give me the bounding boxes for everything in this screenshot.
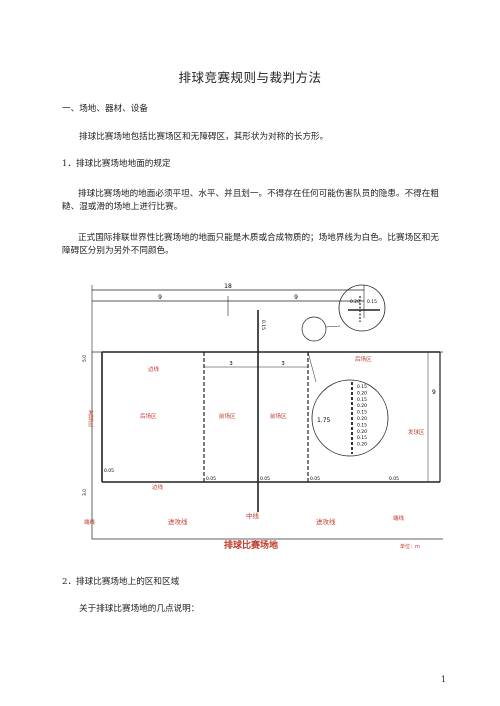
dim-total: 18	[224, 283, 232, 290]
line-05-a: 0.05	[104, 468, 114, 474]
label-endline-right: 端线	[393, 514, 405, 522]
detail-tick-label: 0.20	[357, 416, 367, 422]
detail-tick-label: 0.15	[357, 397, 367, 403]
detail-circle-top	[338, 284, 386, 332]
line-05-e: 0.05	[389, 476, 399, 482]
label-serve-left: 发球区	[87, 409, 94, 427]
line-05-d: 0.05	[310, 476, 320, 482]
subsection-heading-1: 1．排球比赛场地地面的规定	[62, 159, 171, 169]
section-heading: 一、场地、器材、设备	[62, 104, 148, 114]
figure-caption: 排球比赛场地	[224, 539, 278, 551]
label-back-left: 后场区	[140, 412, 157, 420]
dim-side-bottom: 3.0	[82, 489, 88, 496]
doc-title: 排球竞赛规则与裁判方法	[178, 70, 322, 85]
label-sideline-top: 边线	[148, 365, 160, 373]
page-number: 1	[440, 675, 446, 684]
paragraph-1: 排球比赛场地包括比赛场区和无障碍区，其形状为对称的长方形。	[79, 132, 329, 142]
paragraph-4: 关于排球比赛场地的几点说明：	[79, 604, 200, 614]
detail-tick-label: 0.15	[357, 435, 367, 441]
dim-half-right: 9	[294, 294, 298, 301]
label-centerline: 中线	[246, 511, 260, 520]
dim-width: 9	[432, 389, 436, 396]
line-05-b: 0.05	[206, 476, 216, 482]
detail-top-a: 0.20	[350, 299, 360, 305]
subsection-heading-2: 2．排球比赛场地上的区和区域	[62, 577, 180, 587]
label-serve-right: 发球区	[408, 428, 425, 436]
detail-circle-line	[311, 379, 389, 457]
label-back-right: 后场区	[355, 355, 372, 363]
detail-tick-label: 0.15	[357, 422, 367, 428]
dim-attack-left: 3	[229, 361, 233, 367]
detail-tick-label: 0.20	[357, 442, 367, 448]
dim-attack-right: 3	[281, 361, 285, 367]
dim-side-top: 5.0	[82, 355, 88, 362]
detail-tick-label: 0.20	[357, 390, 367, 396]
figure-unit: 单位：m	[400, 543, 420, 550]
label-attack-left: 进攻线	[168, 517, 188, 526]
paragraph-2: 排球比赛场地的地面必须平坦、水平、并且划一。不得存在任何可能伤害队员的隐患。不得…	[62, 189, 439, 212]
dim-free: 0.15	[260, 320, 266, 330]
detail-tick-label: 0.20	[357, 403, 367, 409]
detail-tick-label: 0.15	[357, 410, 367, 416]
detail-tick-label: 0.15	[357, 384, 367, 390]
detail-tick-label: 0.20	[357, 429, 367, 435]
line-05-c: 0.05	[260, 476, 270, 482]
label-front-left: 前场区	[219, 412, 236, 420]
detail-top-b: 0.15	[367, 299, 377, 305]
court-diagram: 18 9 9 0.20 0.15 3 3 9 5.0 3.0	[82, 283, 443, 551]
label-attack-right: 进攻线	[316, 517, 336, 526]
label-front-right: 前场区	[270, 412, 287, 420]
paragraph-3: 正式国际排联世界性比赛场地的地面只能是木质或合成物质的；场地界线为白色。比赛场区…	[62, 233, 439, 256]
label-sideline-bottom: 边线	[152, 483, 164, 491]
label-endline-left: 端线	[84, 518, 96, 526]
detail-big-label: 1.75	[317, 417, 331, 424]
dim-half-left: 9	[158, 294, 162, 301]
